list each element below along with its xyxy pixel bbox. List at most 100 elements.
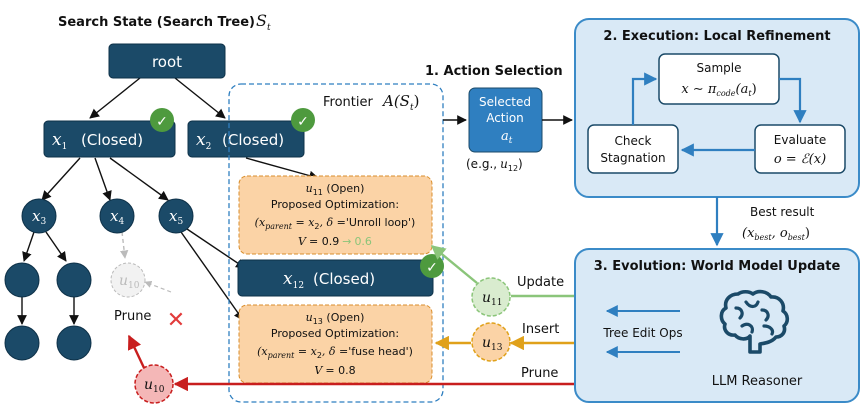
node-x5-circle bbox=[158, 198, 194, 234]
node-root-box bbox=[108, 43, 226, 79]
node-x1-box bbox=[43, 120, 176, 158]
selected-action-line2: Action bbox=[486, 111, 524, 125]
node-x1[interactable]: x1 (Closed) bbox=[43, 120, 176, 158]
node-x2[interactable]: x2 (Closed) bbox=[187, 120, 305, 158]
frontier-title: Frontier A(St) bbox=[323, 92, 419, 113]
node-x3-circle bbox=[21, 198, 57, 234]
node-leaf-c[interactable] bbox=[4, 325, 40, 361]
prune-arrow-up bbox=[127, 334, 147, 371]
node-root-label: root bbox=[152, 53, 182, 71]
node-leaf-d[interactable] bbox=[56, 325, 92, 361]
prune-x-icon: ✕ bbox=[167, 308, 185, 333]
node-x1-label: (Closed) bbox=[81, 131, 143, 149]
u13-line3: (xparent = x2, δ ='fuse head') bbox=[257, 345, 413, 360]
sample-math: x ∼ πcode(at) bbox=[681, 82, 756, 98]
check-x2: ✓ bbox=[291, 108, 315, 132]
u11-line3: (xparent = x2, δ ='Unroll loop') bbox=[255, 216, 416, 231]
check-x1: ✓ bbox=[150, 108, 174, 132]
u13-line2: Proposed Optimization: bbox=[271, 327, 399, 340]
node-x3-math: x3 bbox=[32, 207, 46, 227]
node-x2-label: (Closed) bbox=[222, 131, 284, 149]
check-stagnation-box[interactable] bbox=[587, 124, 679, 174]
u11-value: V= 0.9→0.6 bbox=[298, 235, 372, 248]
edge-x2-u11 bbox=[245, 157, 319, 181]
frontier-label: Frontier bbox=[323, 95, 373, 110]
u13-card[interactable]: u13 (Open) Proposed Optimization: (xpare… bbox=[238, 304, 433, 384]
u13-insert-math: u13 bbox=[482, 335, 503, 353]
u13-insert-node: u13 bbox=[471, 322, 511, 362]
u11-line2: Proposed Optimization: bbox=[271, 198, 399, 211]
check-stagnation-line1: Check bbox=[615, 134, 652, 148]
node-x5-math: x5 bbox=[169, 207, 183, 227]
selected-action-box[interactable]: Selected Action at bbox=[468, 87, 543, 153]
check-x1-circle bbox=[150, 108, 174, 132]
u11-title: u11 (Open) bbox=[306, 182, 365, 197]
tree-edges bbox=[17, 77, 319, 325]
search-state-title: Search State (Search Tree) St bbox=[58, 11, 271, 33]
node-x5[interactable]: x5 bbox=[158, 198, 194, 234]
edge-x1-x5 bbox=[109, 157, 169, 201]
edge-x5-u13 bbox=[180, 231, 244, 321]
check-x12: ✓ bbox=[420, 254, 444, 278]
node-u10-pruned-math: u10 bbox=[119, 273, 140, 291]
u13-title: u13 (Open) bbox=[306, 311, 365, 326]
selected-action-line1: Selected bbox=[479, 95, 531, 109]
node-x2-box bbox=[187, 120, 305, 158]
edge-x4-u10-pruned bbox=[119, 231, 129, 259]
u11-card[interactable]: u11 (Open) Proposed Optimization: (xpare… bbox=[238, 175, 433, 255]
u11-update-math: u11 bbox=[482, 290, 502, 308]
edge-root-x1 bbox=[89, 77, 141, 119]
edge-x3-b bbox=[45, 231, 67, 262]
frontier-region bbox=[228, 83, 444, 403]
evaluate-label: Evaluate bbox=[774, 133, 826, 147]
u11-update-circle bbox=[471, 277, 511, 317]
node-x12[interactable]: x12 (Closed) bbox=[237, 259, 434, 297]
selected-action-example: (e.g.,u12) bbox=[466, 157, 523, 173]
node-u10-pruned: u10 bbox=[110, 262, 146, 298]
node-x3[interactable]: x3 bbox=[21, 198, 57, 234]
u11-update-node: u11 bbox=[471, 277, 511, 317]
update-arrow-to-u11 bbox=[430, 245, 478, 284]
node-x4-circle bbox=[99, 198, 135, 234]
u13-value: V= 0.8 bbox=[314, 364, 355, 377]
node-leaf-a[interactable] bbox=[4, 262, 40, 298]
insert-label: Insert bbox=[522, 322, 559, 337]
execution-panel: 2. Execution: Local Refinement Sample x … bbox=[574, 18, 860, 198]
edge-x1-x3 bbox=[41, 157, 81, 201]
evolution-panel: 3. Evolution: World Model Update Tree Ed… bbox=[574, 248, 860, 403]
node-x12-label: (Closed) bbox=[313, 270, 375, 288]
node-x4[interactable]: x4 bbox=[99, 198, 135, 234]
node-u10-pruned-circle bbox=[110, 262, 146, 298]
action-selection-title: 1. Action Selection bbox=[425, 64, 563, 79]
u11-card-box bbox=[238, 175, 433, 255]
search-state-title-text: Search State (Search Tree) bbox=[58, 15, 255, 30]
evaluate-math: o = ℰ(x) bbox=[774, 152, 826, 167]
best-result-math: (xbest, obest) bbox=[742, 226, 810, 242]
selected-action-math: at bbox=[501, 129, 513, 146]
u10-prune-node: u10 bbox=[134, 364, 174, 404]
best-result-label: Best result bbox=[750, 205, 815, 219]
check-x2-circle bbox=[291, 108, 315, 132]
tree-edit-ops-label: Tree Edit Ops bbox=[602, 326, 682, 340]
node-x12-math: x12 bbox=[283, 269, 304, 291]
update-label: Update bbox=[517, 275, 564, 290]
edge-x3-a bbox=[22, 231, 35, 262]
node-x12-box bbox=[237, 259, 434, 297]
brain-icon bbox=[719, 289, 790, 354]
edge-prune-pointer bbox=[144, 280, 172, 293]
arrow-sample-to-evaluate bbox=[779, 77, 807, 124]
u10-prune-circle bbox=[134, 364, 174, 404]
u13-insert-circle bbox=[471, 322, 511, 362]
check-x12-circle bbox=[420, 254, 444, 278]
arrow-check-to-sample bbox=[631, 72, 658, 125]
node-x4-math: x4 bbox=[110, 207, 124, 227]
check-x1-icon: ✓ bbox=[156, 114, 168, 130]
frontier-math: A(St) bbox=[381, 92, 419, 113]
node-leaf-b[interactable] bbox=[56, 262, 92, 298]
llm-reasoner-label: LLM Reasoner bbox=[712, 374, 803, 389]
evolution-title: 3. Evolution: World Model Update bbox=[594, 259, 841, 274]
edge-x5-x12 bbox=[186, 228, 246, 269]
execution-title: 2. Execution: Local Refinement bbox=[603, 29, 830, 44]
node-root[interactable]: root bbox=[108, 43, 226, 79]
